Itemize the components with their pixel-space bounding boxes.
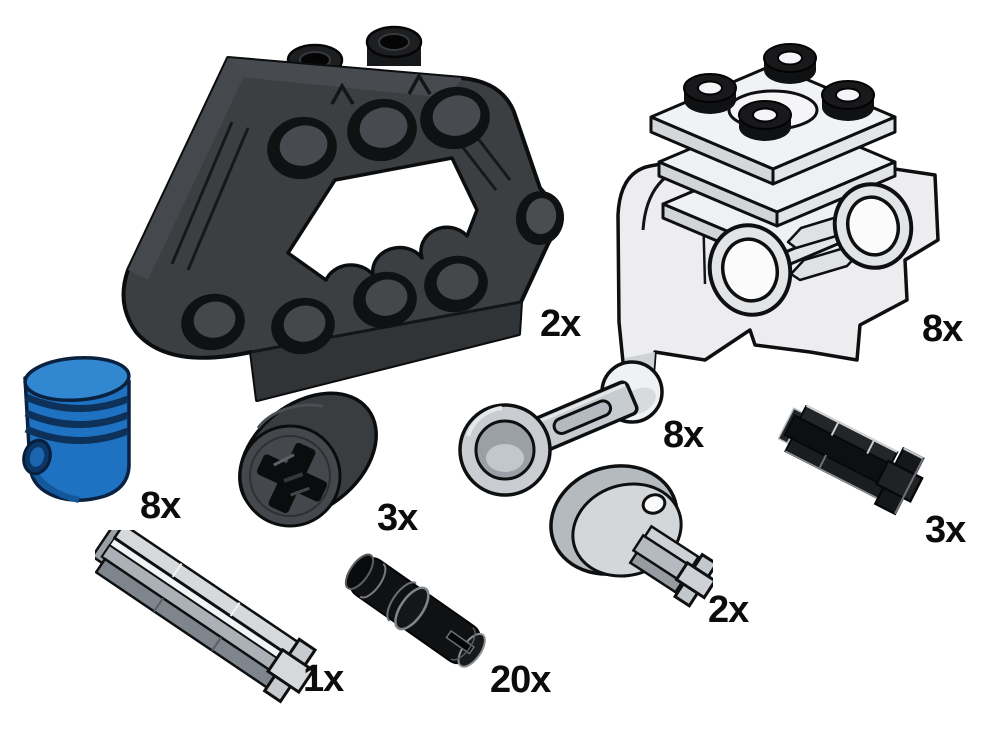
- engine-cylinder-illustration: [616, 43, 940, 372]
- piston-illustration: [22, 355, 131, 503]
- axle-6-illustration: [95, 530, 318, 704]
- stud-icon: [763, 43, 817, 84]
- pin-hole: [22, 438, 52, 476]
- stud-icon: [738, 100, 792, 141]
- axle-hole: [256, 442, 328, 514]
- quantity-label: 2x: [540, 303, 581, 345]
- quantity-label: 20x: [490, 659, 551, 701]
- quantity-label: 3x: [377, 497, 418, 539]
- quantity-label: 8x: [140, 485, 181, 527]
- quantity-label: 8x: [922, 308, 963, 350]
- stud-icon: [365, 25, 423, 66]
- stud-icon: [821, 80, 875, 121]
- crankshaft-wheel-illustration: [549, 464, 713, 608]
- connecting-rod-illustration: [458, 360, 664, 497]
- quantity-label: 8x: [663, 414, 704, 456]
- stud-icon: [683, 73, 737, 114]
- quantity-label: 2x: [708, 589, 749, 631]
- axle-3-illustration: [778, 405, 925, 516]
- connector-pin-illustration: [344, 553, 486, 668]
- engine-block-illustration: [121, 25, 565, 402]
- quantity-label: 3x: [925, 509, 966, 551]
- crankshaft-center-illustration: [238, 391, 378, 528]
- quantity-label: 1x: [303, 658, 344, 700]
- axle-stub: [628, 524, 713, 608]
